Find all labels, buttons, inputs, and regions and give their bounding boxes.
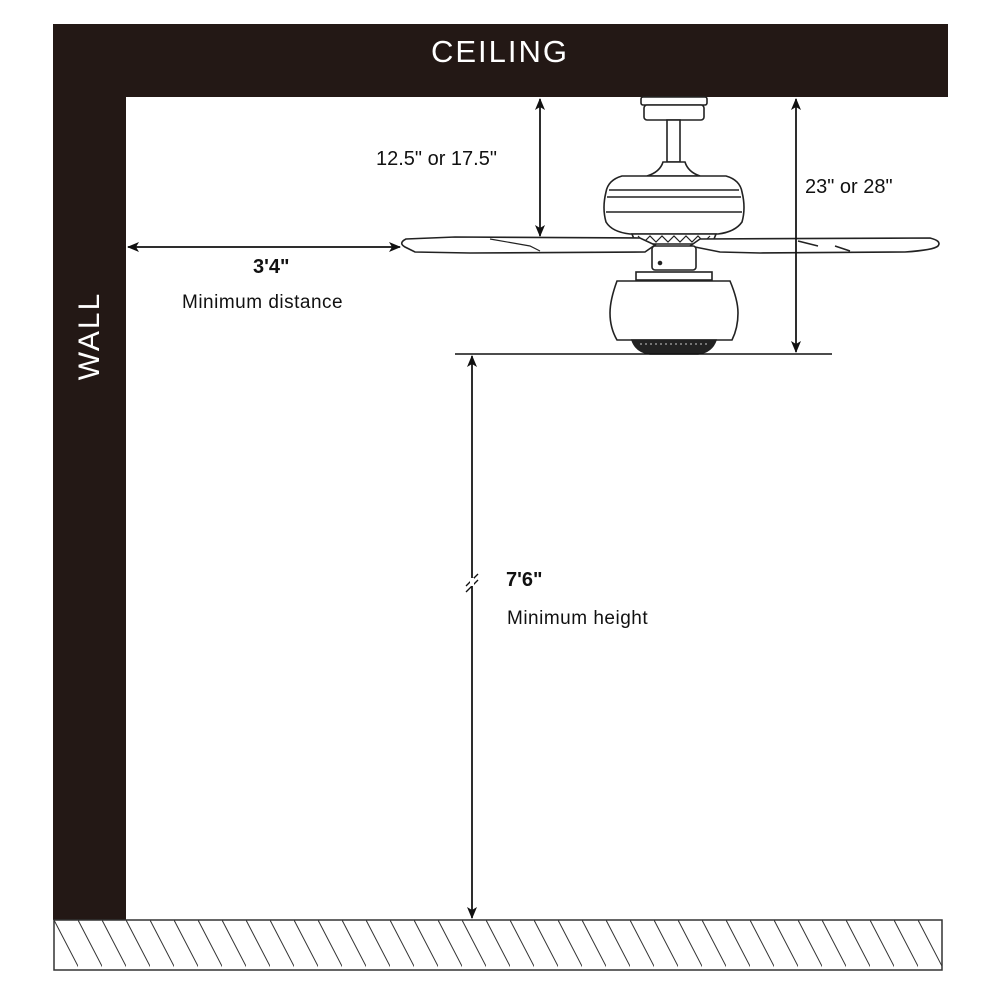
wall — [53, 24, 126, 920]
floor-clearance-dimension-line — [465, 355, 479, 919]
wall-label: WALL — [73, 291, 106, 381]
wall-clearance-note: Minimum distance — [182, 292, 344, 313]
downrod-drop-value: 12.5" or 17.5" — [376, 148, 497, 170]
fan-blades — [400, 236, 940, 254]
ceiling-label: CEILING — [430, 34, 570, 69]
wall-clearance-value: 3'4" — [253, 256, 290, 278]
fan-downrod — [646, 119, 701, 177]
overall-drop-value: 23" or 28" — [805, 176, 893, 198]
floor — [53, 919, 943, 971]
floor-clearance-note: Minimum height — [507, 608, 649, 629]
ceiling — [53, 24, 948, 97]
fan-motor-housing — [603, 175, 745, 245]
fan-blade-left — [400, 236, 657, 254]
fan-switch-housing — [635, 245, 713, 281]
fan-canopy — [640, 96, 708, 121]
ceiling-fan — [400, 96, 940, 355]
light-kit — [609, 280, 739, 355]
floor-clearance-value: 7'6" — [506, 569, 543, 591]
